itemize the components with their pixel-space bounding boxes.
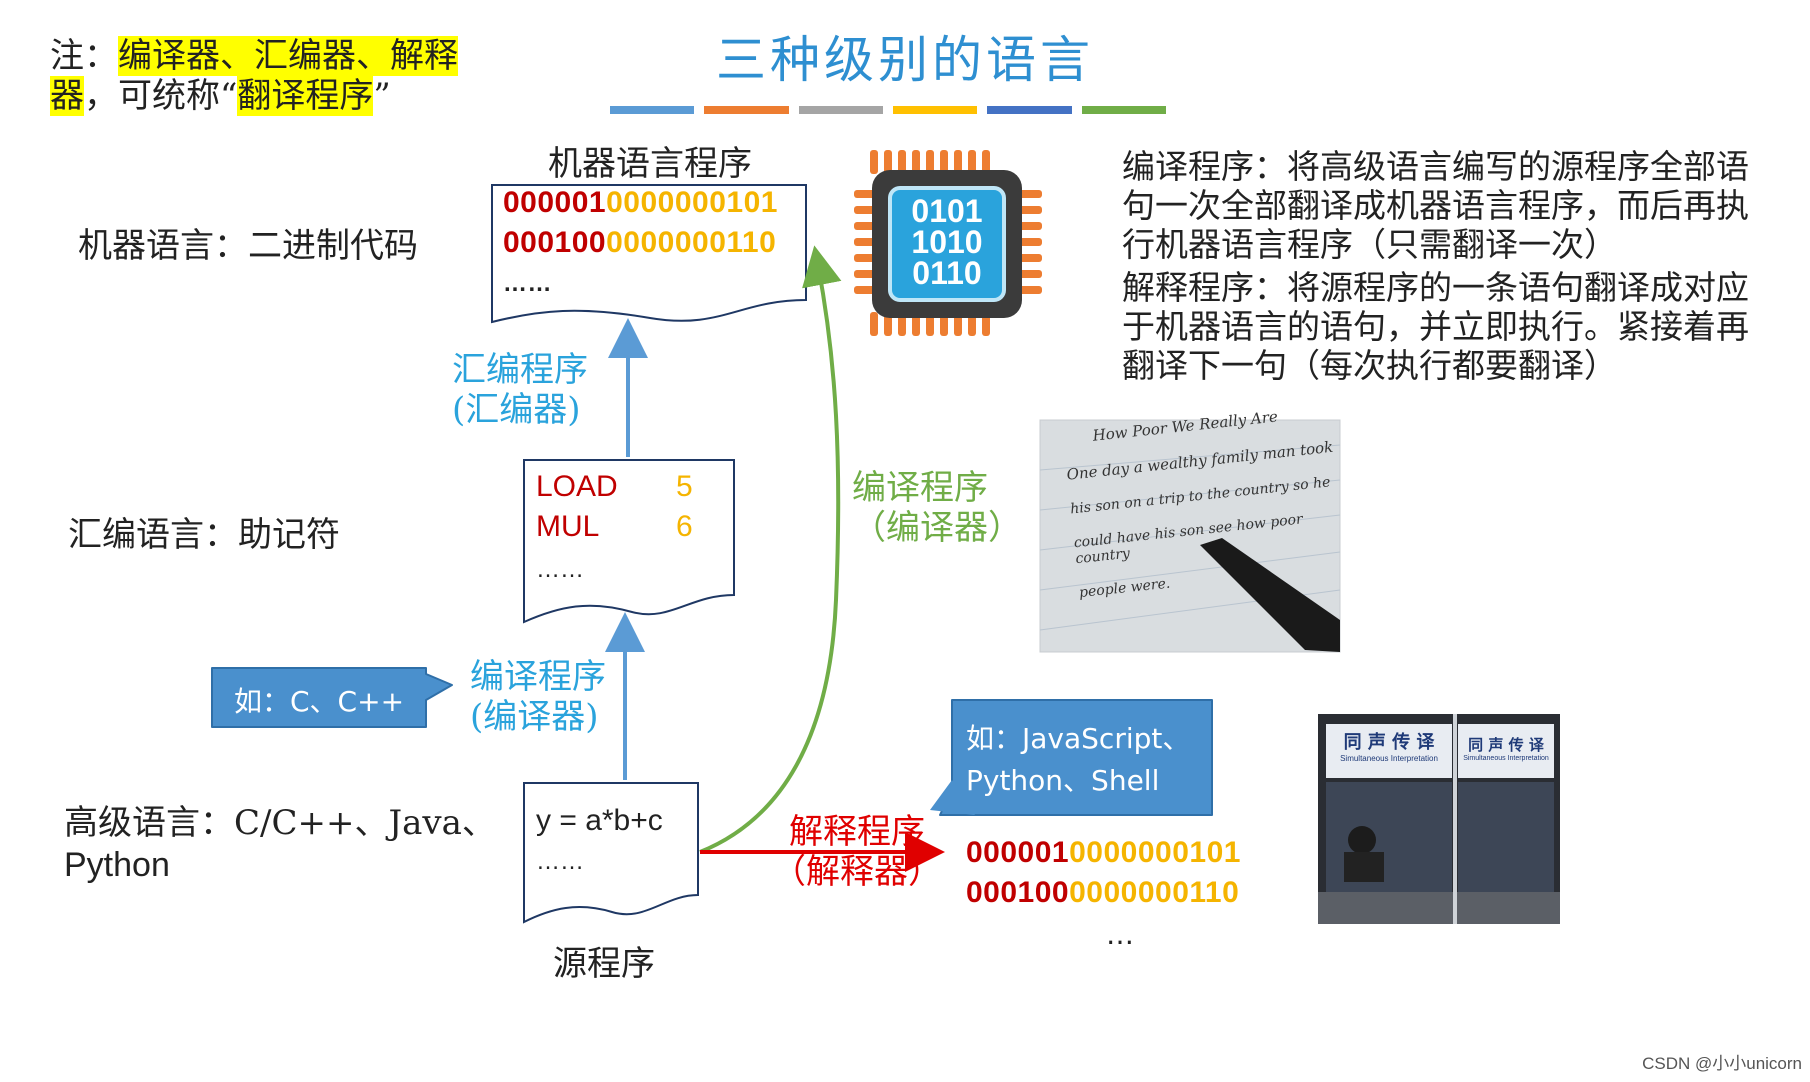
callout-interpreted-line2: Python、Shell [966, 764, 1160, 797]
booth-sign-en-2: Simultaneous Interpretation [1463, 755, 1549, 762]
color-segment [987, 106, 1072, 114]
opcode: 000100 [966, 876, 1070, 909]
machine-program-line-2: 0001000000000110 [503, 226, 776, 260]
interpretation-booth-photo [1318, 714, 1560, 924]
booth-sign-right: 同 声 传 译 Simultaneous Interpretation [1458, 734, 1554, 762]
machine-program-label: 机器语言程序 [548, 144, 752, 184]
compiler-right-label-line1: 编译程序 [852, 468, 988, 508]
chip-binary-text: 0101 1010 0110 [890, 193, 1004, 291]
opcode: 000100 [503, 226, 607, 259]
booth-sign-left: 同 声 传 译 Simultaneous Interpretation [1326, 728, 1452, 763]
interpreter-output-line-2: 0001000000000110 [966, 876, 1239, 910]
chip-line-1: 0101 [911, 193, 983, 229]
asm-arg-2: 6 [676, 510, 693, 543]
high-level-language-label: 高级语言：C/C++、Java、 Python [64, 802, 496, 886]
operand: 0000000101 [606, 186, 778, 219]
chip-line-2: 1010 [911, 224, 983, 260]
source-code: y = a*b+c [536, 804, 663, 837]
machine-program-line-1: 0000010000000101 [503, 186, 778, 220]
interpreter-arrow-label: 解释程序 （解释器） [772, 812, 942, 892]
operand: 0000000110 [1069, 876, 1240, 909]
callout-interpreted-line1: 如：JavaScript、 [966, 722, 1191, 755]
high-level-line1: 高级语言：C/C++、Java、 [64, 803, 496, 843]
note-middle: ，可统称“ [84, 76, 238, 116]
source-ellipsis: …… [536, 848, 584, 875]
compiler-right-arrow-label: 编译程序 （编译器） [852, 468, 1022, 548]
opcode: 000001 [966, 836, 1070, 869]
machine-program-doc-shape [491, 184, 807, 324]
compiler-right-label-line2: （编译器） [852, 508, 1022, 548]
interpreter-label-line2: （解释器） [772, 852, 942, 892]
machine-language-label: 机器语言：二进制代码 [78, 226, 418, 266]
booth-sign-cn: 同 声 传 译 [1343, 732, 1435, 753]
interpreter-output-ellipsis: … [1106, 918, 1134, 951]
note-highlight-translation-program: 翻译程序 [237, 76, 374, 116]
color-segment [704, 106, 789, 114]
descriptions: 编译程序：将高级语言编写的源程序全部语句一次全部翻译成机器语言程序，而后再执行机… [1122, 147, 1772, 385]
footer-credit: CSDN @小小unicorn [1642, 1054, 1802, 1073]
asm-arg-1: 5 [676, 470, 693, 503]
color-segment [1081, 106, 1166, 114]
note-suffix: ” [373, 76, 391, 116]
booth-sign-en: Simultaneous Interpretation [1340, 754, 1438, 763]
interpreter-output-line-1: 0000010000000101 [966, 836, 1241, 870]
handwriting-text: How Poor We Really Are One day a wealthy… [1062, 402, 1348, 601]
compiler-left-label-line1: 编译程序 [470, 657, 606, 697]
assembler-arrow-label: 汇编程序 (汇编器) [452, 350, 588, 430]
assembler-label-line1: 汇编程序 [452, 350, 588, 390]
page-title: 三种级别的语言 [716, 31, 1094, 89]
asm-ellipsis: …… [536, 556, 584, 583]
interpreter-label-line1: 解释程序 [789, 812, 925, 852]
title-color-bar [610, 106, 1166, 114]
compiler-arrow-right [699, 245, 842, 854]
note: 注：编译器、汇编器、解释器，可统称“翻译程序” [50, 36, 490, 116]
opcode: 000001 [503, 186, 607, 219]
interpret-description: 解释程序：将源程序的一条语句翻译成对应于机器语言的语句，并立即执行。紧接着再翻译… [1122, 268, 1749, 385]
callout-interpreted-text: 如：JavaScript、 Python、Shell [966, 718, 1190, 802]
chip-line-3: 0110 [912, 255, 982, 291]
color-segment [892, 106, 978, 114]
callout-compiled-text: 如：C、C++ [234, 685, 405, 718]
note-prefix: 注： [50, 36, 118, 76]
compiler-left-arrow-label: 编译程序 (编译器) [470, 657, 606, 737]
assembler-label-line2: (汇编器) [452, 390, 581, 430]
color-segment [610, 106, 695, 114]
high-level-line2: Python [64, 846, 170, 884]
handwriting-photo [1039, 419, 1341, 653]
asm-op-2: MUL [536, 510, 600, 543]
callout-compiled-shape [211, 667, 453, 728]
operand: 0000000110 [606, 226, 777, 259]
compiler-left-label-line2: (编译器) [470, 697, 599, 737]
machine-program-ellipsis: …… [503, 270, 552, 297]
chip-icon [854, 150, 1042, 336]
operand: 0000000101 [1069, 836, 1241, 869]
source-program-label: 源程序 [553, 944, 655, 984]
source-program-doc-shape [523, 782, 699, 924]
color-segment [798, 106, 883, 114]
compile-description: 编译程序：将高级语言编写的源程序全部语句一次全部翻译成机器语言程序，而后再执行机… [1122, 147, 1749, 264]
asm-op-1: LOAD [536, 470, 618, 503]
handwriting-line-3: could have his son see how poor country [1073, 511, 1304, 568]
booth-sign-cn-2: 同 声 传 译 [1468, 736, 1544, 754]
assembly-language-label: 汇编语言：助记符 [68, 515, 340, 555]
